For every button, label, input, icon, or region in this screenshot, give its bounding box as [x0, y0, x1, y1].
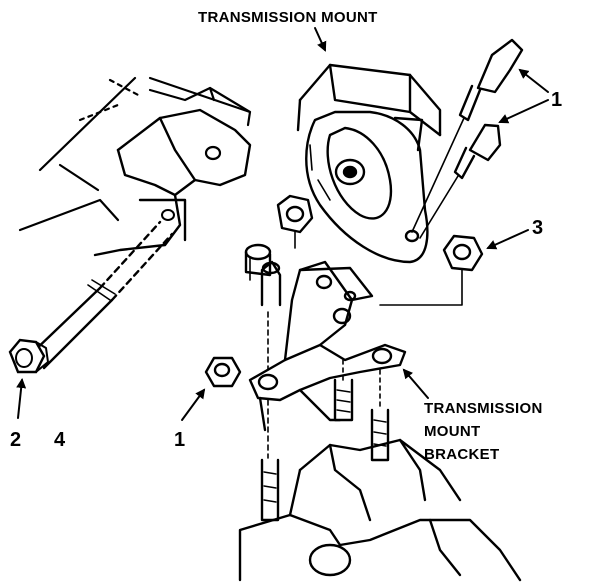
mount-bolt-upper [411, 38, 524, 233]
leader-bracket [402, 368, 429, 399]
nut-3 [379, 234, 484, 306]
callout-3: 3 [532, 217, 543, 239]
leader-callout-1-bottom [181, 388, 206, 421]
transmission-case [238, 438, 522, 582]
studs [260, 359, 390, 522]
leader-transmission-mount [314, 27, 327, 52]
leader-callout-3 [486, 229, 529, 250]
callout-1-top: 1 [551, 89, 562, 111]
transmission-mount-label: TRANSMISSION MOUNT [198, 9, 378, 26]
through-bolt [28, 220, 174, 370]
center-nut [276, 194, 314, 249]
callout-4: 4 [54, 429, 66, 451]
bracket-label-line1: TRANSMISSION [424, 400, 543, 417]
frame-bracket [93, 108, 252, 257]
leader-callout-2 [16, 378, 27, 419]
transmission-mount [296, 63, 442, 264]
leader-callout-1-top [498, 68, 549, 124]
callout-2: 2 [10, 429, 21, 451]
through-bolt-nut [8, 338, 49, 374]
mount-bolt-lower [419, 123, 502, 239]
transmission-mount-bracket [244, 243, 407, 432]
bracket-label-line3: BRACKET [424, 446, 499, 463]
frame-rail [18, 76, 252, 232]
callout-1-bottom: 1 [174, 429, 185, 451]
bracket-label-line2: MOUNT [424, 423, 481, 440]
nut-1-lower [204, 356, 242, 388]
